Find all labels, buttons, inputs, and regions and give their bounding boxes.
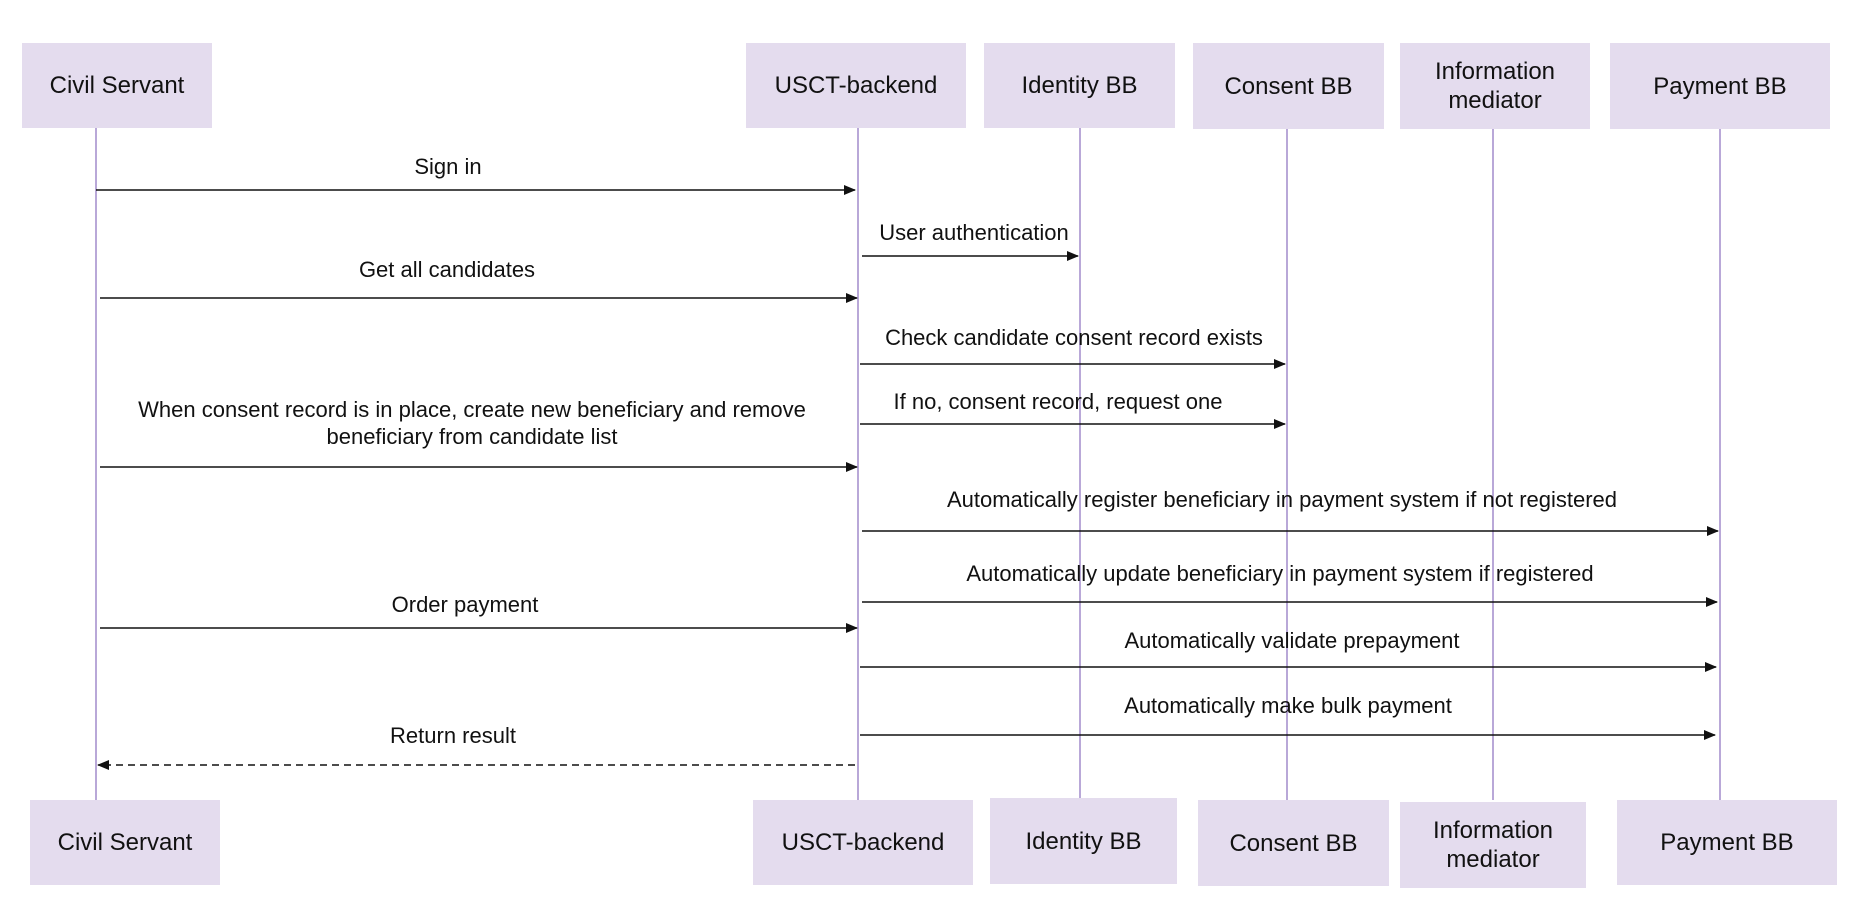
message-label-check-consent: Check candidate consent record exists [885, 325, 1263, 350]
participant-information-mediator-top: Information mediator [1400, 43, 1590, 129]
message-label-order-payment: Order payment [391, 592, 539, 617]
participant-label: Identity BB [1025, 827, 1142, 855]
participant-identity-bb-top: Identity BB [984, 43, 1175, 128]
message-label-request-consent: If no, consent record, request one [893, 389, 1223, 414]
participant-payment-bb-bottom: Payment BB [1617, 800, 1837, 885]
participant-label: Payment BB [1653, 72, 1787, 100]
message-label-register-beneficiary: Automatically register beneficiary in pa… [946, 487, 1618, 512]
participant-information-mediator-bottom: Information mediator [1400, 802, 1586, 888]
message-label-user-auth: User authentication [879, 220, 1069, 245]
message-label-bulk-payment: Automatically make bulk payment [1124, 693, 1452, 718]
participant-label-line1: Information [1434, 58, 1556, 85]
message-label-update-beneficiary: Automatically update beneficiary in paym… [966, 561, 1594, 586]
participant-label: Payment BB [1660, 829, 1794, 856]
participant-label: Consent BB [1224, 72, 1353, 100]
participant-label: USCT-backend [774, 72, 938, 99]
participant-label-line2: mediator [1448, 87, 1542, 114]
participant-label: Civil Servant [57, 829, 193, 856]
message-label-sign-in: Sign in [414, 154, 482, 179]
participant-label-line2: mediator [1446, 846, 1540, 873]
participant-label: USCT-backend [781, 829, 945, 856]
participant-label-line1: Information [1432, 817, 1554, 844]
participant-payment-bb-top: Payment BB [1610, 43, 1830, 129]
participant-label: Identity BB [1021, 72, 1138, 99]
message-label-line2: beneficiary from candidate list [326, 424, 618, 449]
message-label-return-result: Return result [390, 723, 516, 748]
message-label-create-beneficiary: When consent record is in place, create … [138, 396, 806, 450]
participant-consent-bb-top: Consent BB [1193, 43, 1384, 129]
message-label-validate-prepayment: Automatically validate prepayment [1124, 628, 1460, 653]
message-label-line1: When consent record is in place, create … [138, 397, 806, 422]
participant-label: Civil Servant [49, 72, 185, 99]
participant-usct-backend-top: USCT-backend [746, 43, 966, 128]
participant-civil-servant-bottom: Civil Servant [30, 800, 220, 885]
participant-usct-backend-bottom: USCT-backend [753, 800, 973, 885]
participant-civil-servant-top: Civil Servant [22, 43, 212, 128]
participant-consent-bb-bottom: Consent BB [1198, 800, 1389, 886]
message-label-get-candidates: Get all candidates [358, 257, 536, 282]
participant-identity-bb-bottom: Identity BB [990, 798, 1177, 884]
participant-label: Consent BB [1229, 829, 1358, 857]
